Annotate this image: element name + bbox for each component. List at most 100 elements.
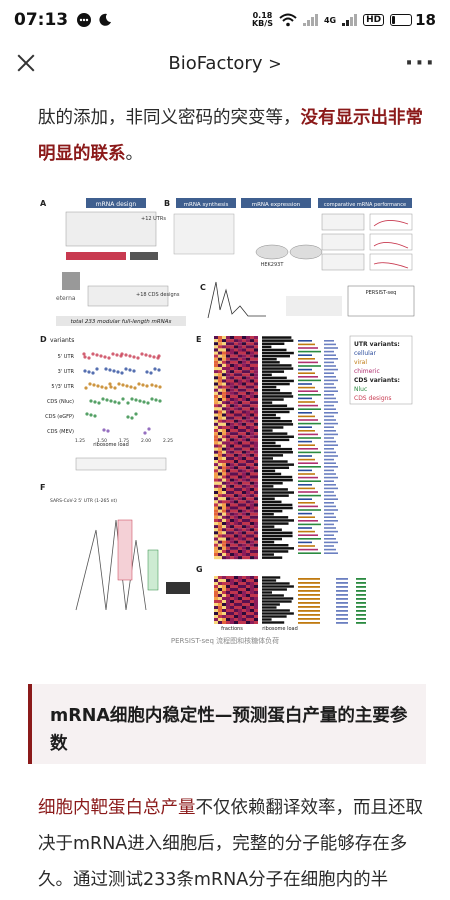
heat-cell — [234, 401, 238, 405]
heat-cell — [254, 360, 258, 364]
heat-cell — [246, 615, 250, 618]
close-icon[interactable] — [14, 51, 38, 75]
heat-cell — [230, 478, 234, 482]
seq-line — [324, 383, 334, 385]
heat-cell — [222, 528, 226, 532]
heat-cell — [218, 410, 222, 414]
heat-cell — [238, 345, 242, 349]
d-point — [128, 354, 132, 358]
heat-cell — [246, 450, 250, 454]
heat-cell — [254, 453, 258, 457]
heat-cell — [214, 394, 218, 398]
heat-cell — [250, 582, 254, 585]
heat-cell — [242, 503, 246, 507]
heat-cell — [238, 515, 242, 519]
heat-cell — [250, 394, 254, 398]
heat-cell — [234, 463, 238, 467]
seq-line — [356, 614, 366, 616]
heat-cell — [234, 497, 238, 501]
heat-cell — [230, 594, 234, 597]
d-point — [93, 414, 97, 418]
heat-cell — [246, 484, 250, 488]
heat-cell — [218, 515, 222, 519]
heat-cell — [218, 615, 222, 618]
heat-cell — [238, 469, 242, 473]
seq-line — [298, 455, 312, 457]
heat-cell — [238, 612, 242, 615]
seq-line — [298, 548, 318, 551]
seq-line — [298, 376, 318, 378]
heat-cell — [254, 370, 258, 374]
more-options-button[interactable]: ··· — [404, 50, 436, 76]
load-bar — [262, 370, 285, 373]
seq-line — [298, 578, 320, 580]
heat-cell — [254, 348, 258, 352]
heat-cell — [254, 531, 258, 535]
heat-cell — [238, 466, 242, 470]
heat-cell — [218, 531, 222, 535]
seq-line — [324, 412, 338, 414]
heat-cell — [222, 594, 226, 597]
d-point — [157, 368, 161, 372]
heat-cell — [226, 543, 230, 547]
paragraph-2: 细胞内靶蛋白总产量不仅依赖翻译效率，而且还取决于mRNA进入细胞后，完整的分子能… — [38, 798, 423, 890]
page-title[interactable]: BioFactory > — [168, 52, 282, 74]
heat-cell — [226, 491, 230, 495]
seq-line — [324, 354, 336, 356]
heat-cell — [234, 621, 238, 624]
heat-cell — [238, 478, 242, 482]
heat-cell — [222, 591, 226, 594]
figure-svg: A mRNA design +12 UTRs eterna +18 CDS de… — [40, 198, 415, 632]
heat-cell — [246, 500, 250, 504]
heat-cell — [250, 478, 254, 482]
d-point — [137, 382, 141, 386]
article-figure[interactable]: A mRNA design +12 UTRs eterna +18 CDS de… — [36, 190, 416, 640]
heat-cell — [218, 342, 222, 346]
heat-cell — [254, 401, 258, 405]
seq-line — [298, 347, 318, 349]
heat-cell — [238, 484, 242, 488]
seq-line — [324, 440, 336, 443]
heat-cell — [222, 603, 226, 606]
heat-cell — [238, 618, 242, 621]
legend-title: UTR variants: — [354, 341, 400, 348]
seq-line — [324, 372, 334, 374]
load-bar — [262, 401, 273, 404]
d-point — [144, 353, 148, 357]
heat-cell — [222, 360, 226, 364]
heat-cell — [230, 342, 234, 346]
d-point — [93, 400, 97, 404]
heat-cell — [230, 597, 234, 600]
heat-cell — [214, 618, 218, 621]
seq-line — [298, 476, 318, 479]
heat-cell — [234, 456, 238, 460]
heat-cell — [246, 438, 250, 442]
seq-line — [298, 383, 312, 385]
heat-cell — [242, 606, 246, 609]
heat-cell — [226, 447, 230, 451]
heat-cell — [238, 432, 242, 436]
heat-cell — [246, 481, 250, 485]
heat-cell — [238, 582, 242, 585]
heat-cell — [246, 413, 250, 417]
heat-cell — [234, 391, 238, 395]
seq-line — [324, 523, 334, 526]
legend-chimeric: chimeric — [354, 368, 380, 375]
heat-cell — [230, 615, 234, 618]
seq-line — [324, 516, 336, 518]
seq-line — [324, 415, 334, 418]
heat-cell — [230, 512, 234, 516]
heat-cell — [218, 484, 222, 488]
heat-cell — [238, 348, 242, 352]
heat-cell — [246, 429, 250, 433]
seq-line — [298, 594, 320, 596]
heat-cell — [238, 382, 242, 386]
load-bar — [262, 509, 283, 513]
heat-cell — [226, 453, 230, 457]
heat-cell — [214, 360, 218, 364]
heat-cell — [246, 621, 250, 624]
heat-cell — [226, 531, 230, 535]
heat-cell — [222, 460, 226, 464]
heat-cell — [242, 466, 246, 470]
heat-cell — [254, 388, 258, 392]
